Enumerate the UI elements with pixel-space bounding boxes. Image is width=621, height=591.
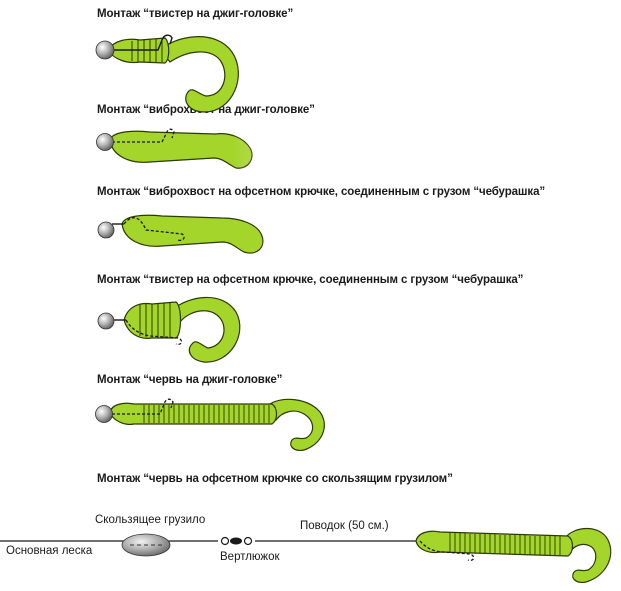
rig-twister-jig — [95, 34, 239, 113]
rig-twister-offset-cheburashka — [97, 296, 241, 363]
caption-worm-jig: Монтаж “червь на джиг-головке” — [97, 374, 283, 386]
offset-hook — [125, 319, 183, 346]
rig-worm-sliding — [0, 527, 612, 583]
label-swivel: Вертлюжок — [220, 551, 280, 563]
worm-tail — [564, 527, 612, 583]
offset-hook — [419, 540, 475, 562]
caption-twister-jig: Монтаж “твистер на джиг-головке” — [97, 8, 294, 20]
label-main-line: Основная леска — [6, 545, 93, 557]
jig-head — [95, 405, 113, 423]
shad-body — [121, 214, 264, 254]
jig-head — [95, 40, 115, 60]
rig-shad-offset-cheburashka — [97, 214, 264, 254]
twister-rings — [139, 303, 171, 338]
jig-hook — [112, 34, 173, 51]
shad-body — [109, 130, 253, 169]
cheburashka-weight — [97, 221, 115, 239]
caption-shad-offset-cheburashka: Монтаж “виброхвост на офсетном крючке, с… — [97, 186, 546, 198]
rig-worm-jig — [95, 398, 325, 451]
jig-head — [96, 133, 114, 151]
worm-rings — [449, 533, 561, 555]
rig-shad-jig — [96, 125, 372, 175]
caption-worm-offset-sliding: Монтаж “червь на офсетном крючке со скол… — [97, 473, 453, 485]
swivel — [220, 536, 253, 546]
twister-tail — [171, 296, 241, 363]
worm-tail — [269, 398, 325, 451]
label-sliding-sinker: Скользящее грузило — [95, 514, 206, 526]
caption-twister-offset-cheburashka: Монтаж “твистер на офсетном крючке, соед… — [97, 274, 524, 286]
worm-body — [109, 402, 278, 425]
cheburashka-weight — [97, 312, 115, 330]
shad-tail-fade — [232, 125, 372, 175]
twister-tail — [159, 36, 239, 113]
jig-hook — [112, 398, 174, 415]
label-leader: Поводок (50 см.) — [300, 520, 389, 532]
jig-hook — [112, 128, 175, 143]
